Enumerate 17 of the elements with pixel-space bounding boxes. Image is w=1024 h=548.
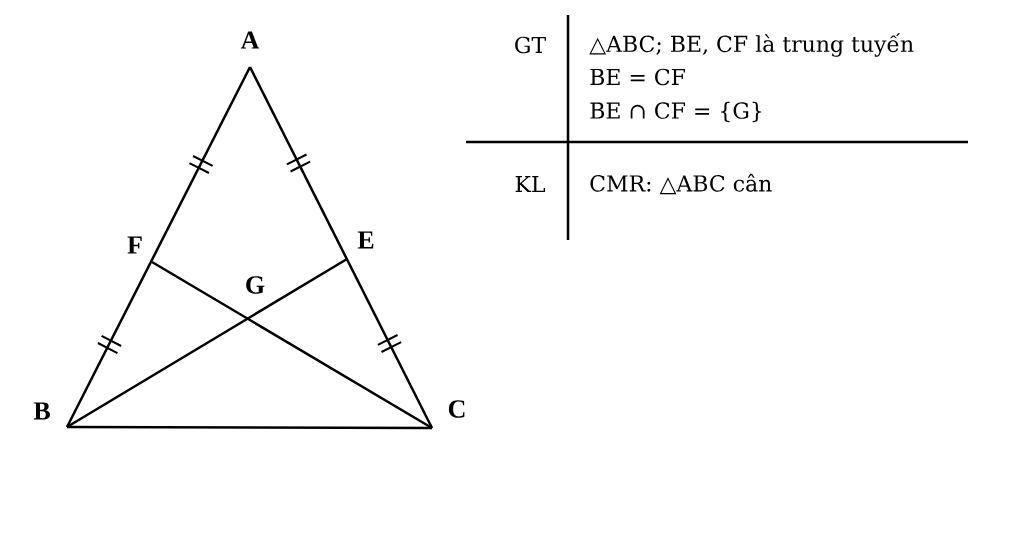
- point-label: F: [127, 236, 142, 254]
- segment: [151, 260, 433, 430]
- point-label: C: [448, 400, 465, 418]
- table-text: △ABC; BE, CF là trung tuyến: [589, 33, 914, 57]
- point-label: G: [246, 276, 265, 294]
- point-label: B: [33, 402, 50, 420]
- segment: [67, 425, 432, 430]
- segment: [66, 257, 348, 429]
- table-text: KL: [515, 175, 545, 192]
- table-text: BE = CF: [590, 68, 685, 86]
- table-text: BE ∩ CF = {G}: [590, 101, 762, 123]
- table-text: CMR: △ABC cân: [590, 173, 772, 195]
- point-label: A: [240, 31, 260, 49]
- segment: [248, 66, 434, 429]
- segment: [65, 66, 252, 428]
- point-label: E: [357, 231, 374, 249]
- table-text: GT: [515, 36, 546, 54]
